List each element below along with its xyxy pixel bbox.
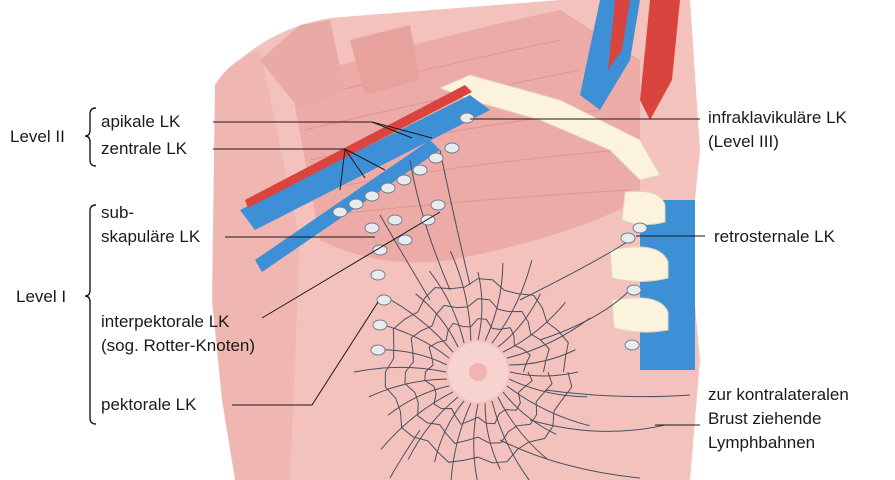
lymph-node — [381, 183, 395, 193]
lymph-node — [371, 345, 385, 355]
lymph-node — [397, 175, 411, 185]
lymph-node — [621, 233, 635, 243]
lymph-node — [429, 153, 443, 163]
lymph-node — [349, 199, 363, 209]
lymph-node — [413, 165, 427, 175]
lymph-node — [388, 215, 402, 225]
lymph-node — [445, 143, 459, 153]
sternum — [640, 200, 695, 370]
nipple — [469, 363, 487, 381]
lymph-node — [373, 245, 387, 255]
level-1-label: Level I — [16, 287, 66, 307]
pektorale-lk-label: pektorale LK — [101, 395, 196, 415]
lymphbahnen-label-line1: zur kontralateralen — [708, 385, 849, 405]
lymph-node — [627, 285, 641, 295]
lymph-node — [625, 340, 639, 350]
infraklavikulare-lk-label-line1: infraklavikuläre LK — [708, 108, 847, 128]
lymph-node — [377, 295, 391, 305]
lymph-node — [431, 200, 445, 210]
bracket-level-1 — [85, 205, 96, 424]
lymph-node — [633, 223, 647, 233]
lymph-node — [460, 113, 474, 123]
subskapulare-lk-label-line1: sub- — [101, 203, 134, 223]
lymphbahnen-label-line2: Brust ziehende — [708, 409, 821, 429]
zentrale-lk-label: zentrale LK — [101, 139, 187, 159]
level-brackets — [85, 108, 96, 424]
level-2-label: Level II — [10, 127, 65, 147]
retrosternale-lk-label: retrosternale LK — [714, 227, 835, 247]
infraklavikulare-lk-label-line2: (Level III) — [708, 132, 779, 152]
lymph-node — [365, 223, 379, 233]
lymph-node — [398, 235, 412, 245]
interpektorale-lk-label-line2: (sog. Rotter-Knoten) — [101, 336, 255, 356]
apikale-lk-label: apikale LK — [101, 112, 180, 132]
subskapulare-lk-label-line2: skapuläre LK — [101, 227, 200, 247]
lymphbahnen-label-line3: Lymphbahnen — [708, 433, 815, 453]
lymph-node — [373, 320, 387, 330]
interpektorale-lk-label-line1: interpektorale LK — [101, 312, 230, 332]
lymph-node — [365, 191, 379, 201]
bracket-level-2 — [85, 108, 96, 166]
lymph-node — [371, 270, 385, 280]
lymph-node — [333, 207, 347, 217]
